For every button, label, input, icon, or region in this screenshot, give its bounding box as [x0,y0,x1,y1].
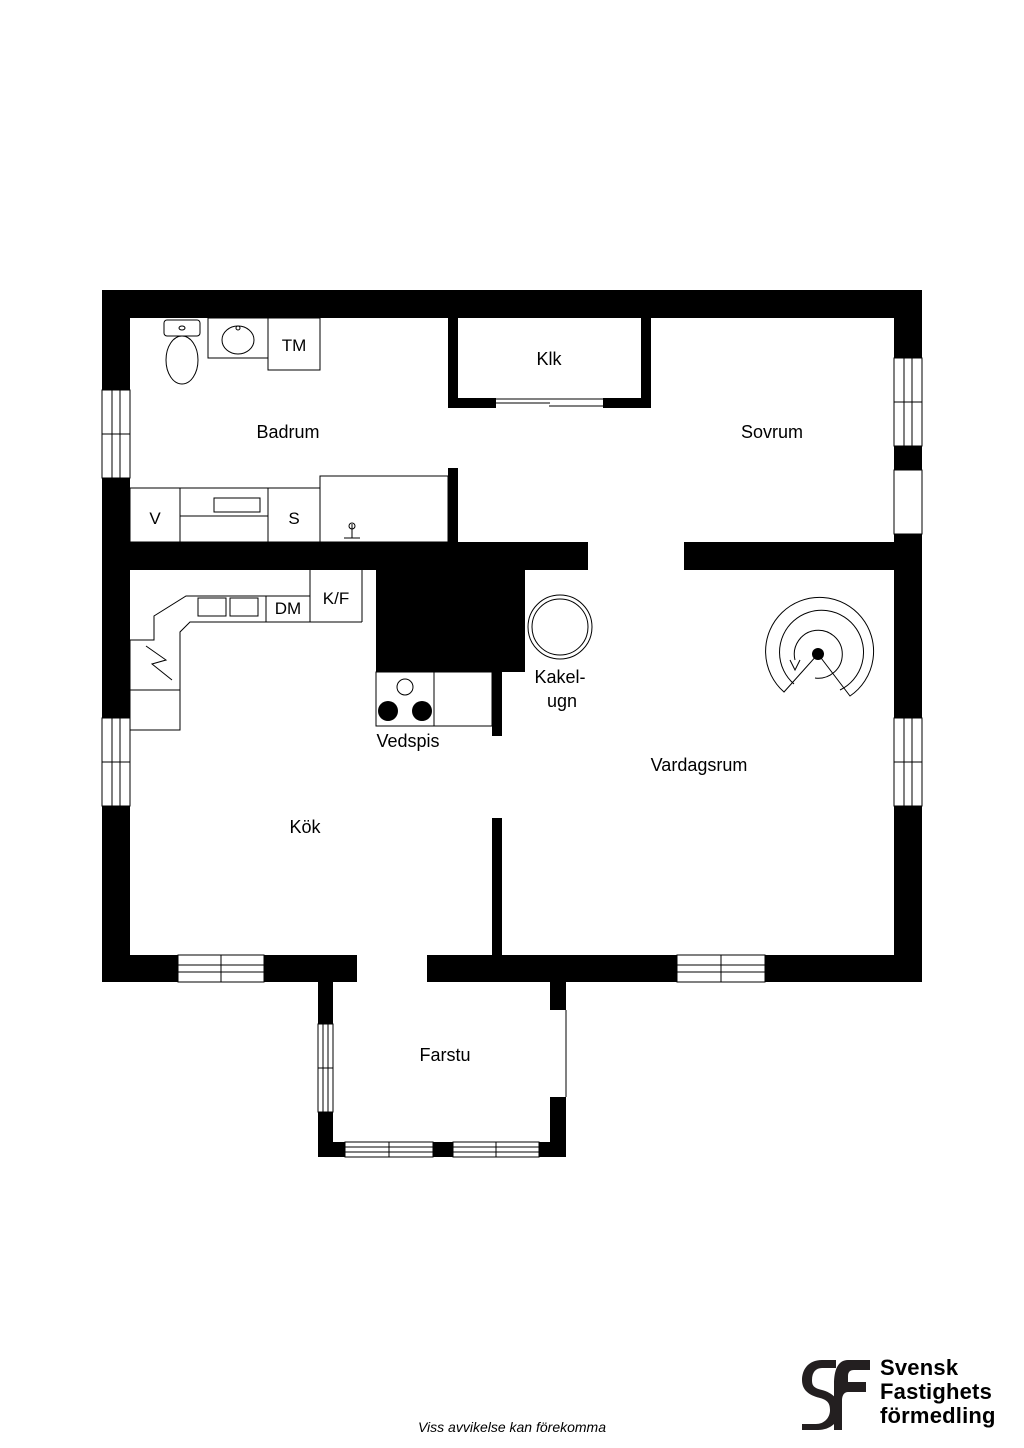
fixture-label-kakelugn-2: ugn [547,691,577,711]
fixture-label-dm: DM [275,599,301,618]
spiral-stair-icon [765,596,875,697]
fixture-label-vedspis: Vedspis [376,731,439,751]
room-label-sovrum: Sovrum [741,422,803,442]
bathroom-counter [129,475,449,543]
room-label-kok: Kök [289,817,321,837]
toilet-icon [163,319,201,385]
room-label-vardagsrum: Vardagsrum [651,755,748,775]
stove-icon [375,671,493,727]
sf-logo-icon [802,1360,870,1430]
washing-machine-box [267,317,321,371]
room-label-farstu: Farstu [419,1045,470,1065]
fixture-label-s: S [288,509,299,528]
room-label-badrum: Badrum [256,422,319,442]
fixture-label-kakelugn-1: Kakel- [534,667,585,687]
room-label-klk: Klk [536,349,562,369]
brand-logo: Svensk Fastighets förmedling [800,1356,1015,1432]
exterior-walls [102,290,922,982]
shower-icon [344,522,360,539]
fixture-label-tm: TM [282,336,307,355]
disclaimer-text: Viss avvikelse kan förekomma [417,1419,607,1435]
farstu-walls [317,966,567,1158]
sink-icon [207,317,269,359]
brand-name: Svensk Fastighets förmedling [880,1356,996,1428]
brand-line-1: Svensk [880,1355,959,1380]
fixture-label-v: V [149,509,161,528]
fixture-label-kf: K/F [323,589,349,608]
windows [101,357,923,983]
brand-line-2: Fastighets [880,1379,993,1404]
interior-walls [102,318,922,955]
kitchen-counter [129,570,363,731]
brand-line-3: förmedling [880,1403,996,1428]
tile-stove-icon [527,594,593,660]
